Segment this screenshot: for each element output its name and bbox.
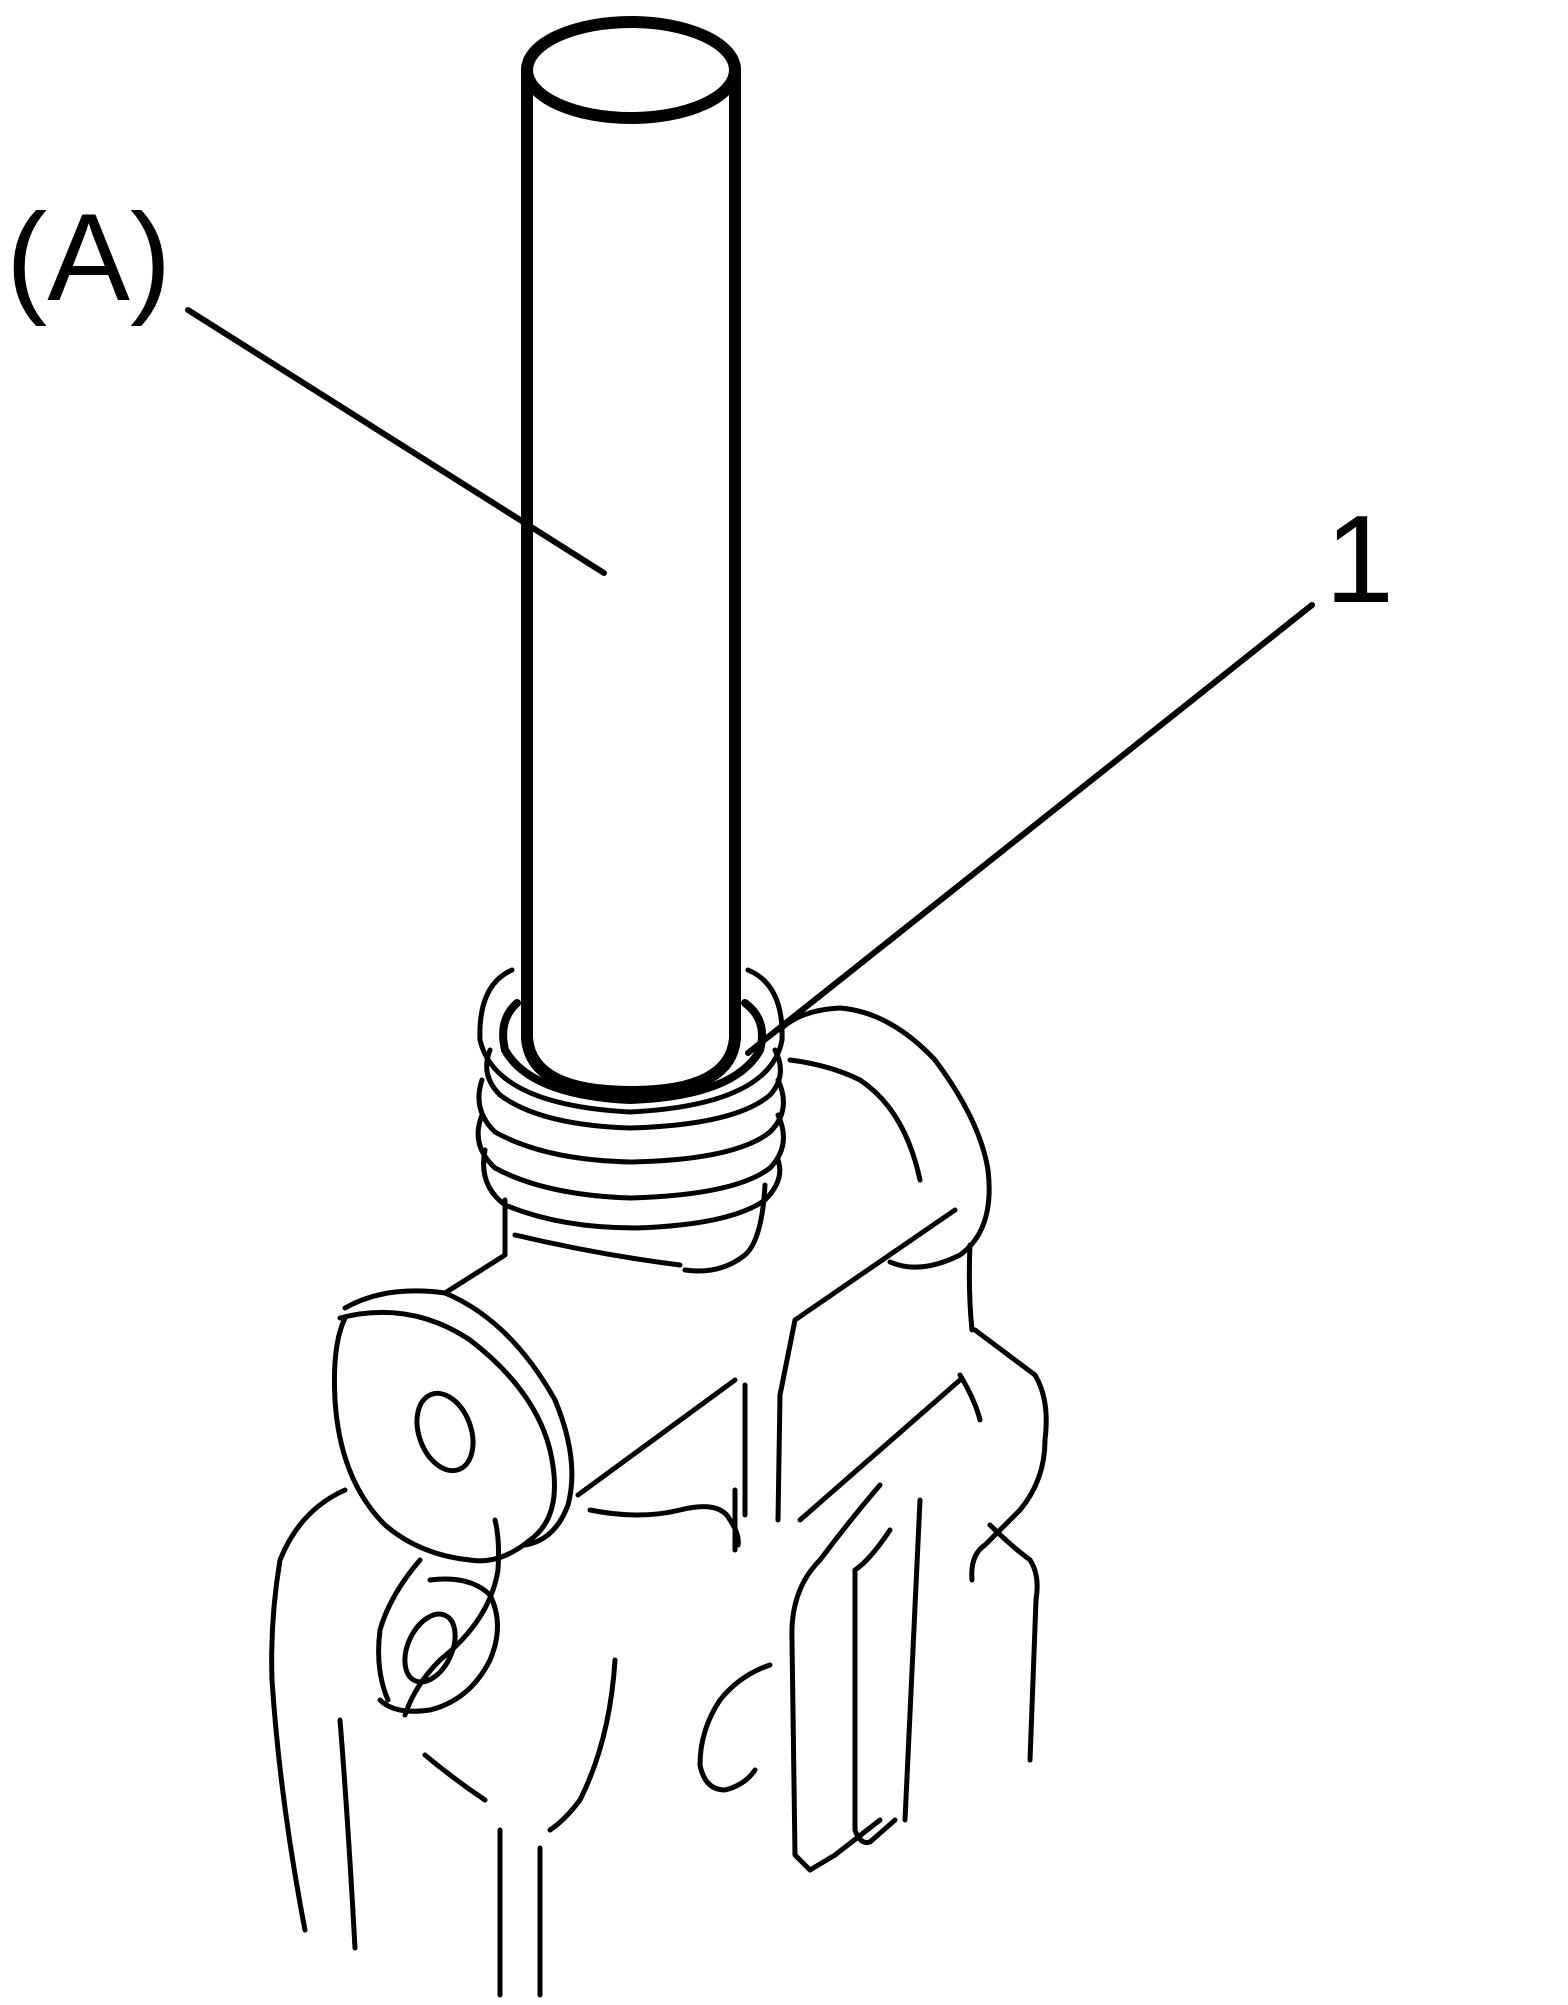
installer-tool-rod [521, 16, 741, 1098]
leader-lines [185, 307, 1315, 1056]
fork-body-outline [442, 1005, 1049, 1763]
callout-label-tool: (A) [6, 189, 172, 327]
callout-label-part: 1 [1325, 491, 1394, 629]
lower-leg-details [269, 1482, 923, 1998]
axle-boss [331, 1288, 963, 1564]
